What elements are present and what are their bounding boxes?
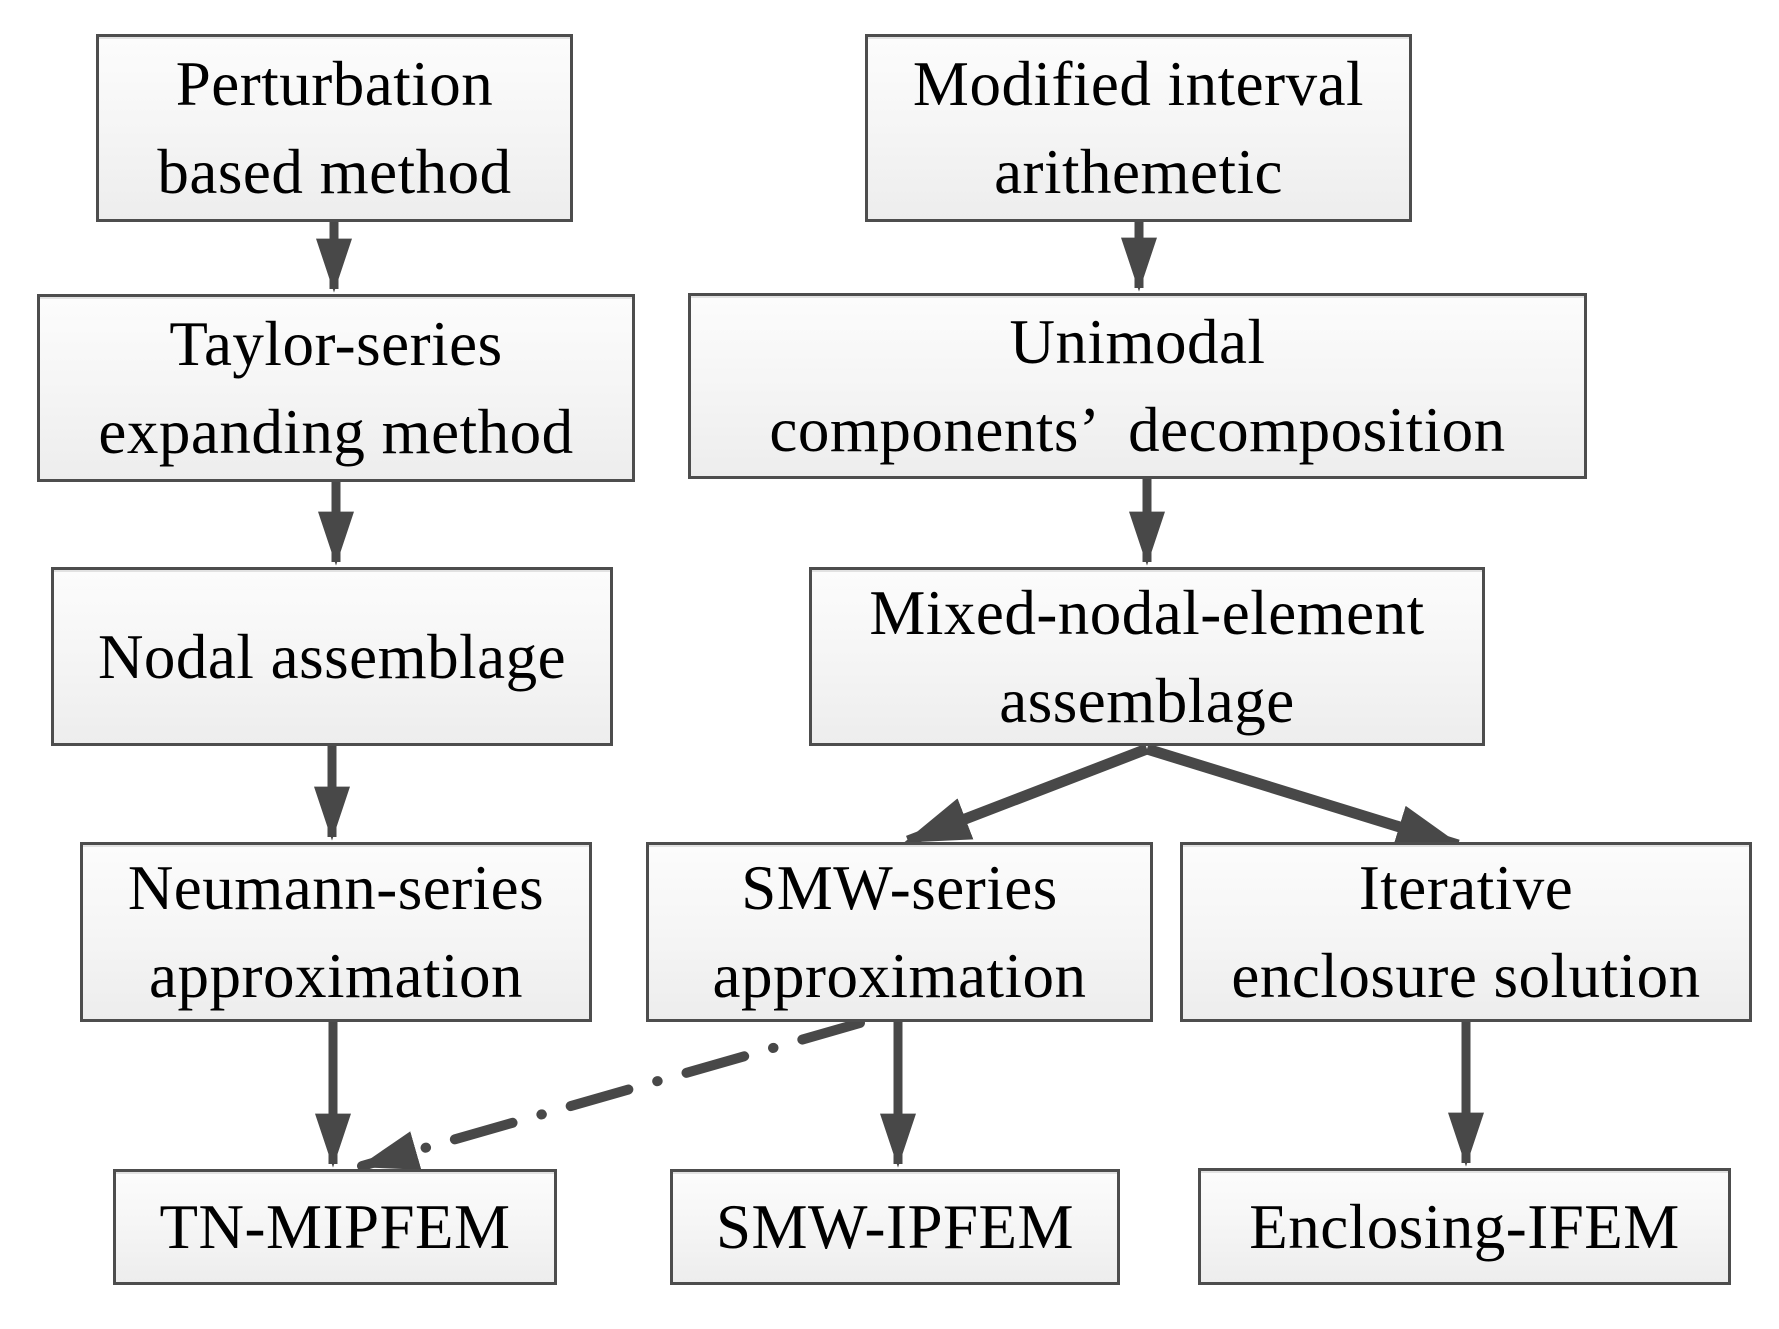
node-tn-mipfem: TN-MIPFEM xyxy=(113,1169,557,1285)
node-enclosing-ifem: Enclosing-IFEM xyxy=(1198,1168,1731,1285)
node-label: Taylor-series expanding method xyxy=(98,309,574,467)
node-label: Modified interval arithemetic xyxy=(912,49,1365,207)
node-label: Mixed-nodal-element assemblage xyxy=(869,577,1425,736)
node-perturbation-based-method: Perturbation based method xyxy=(96,34,573,222)
node-smw-ipfem: SMW-IPFEM xyxy=(670,1169,1120,1285)
node-unimodal-components-decomposition: Unimodal components’ decomposition xyxy=(688,293,1587,479)
node-smw-series-approximation: SMW-series approximation xyxy=(646,842,1153,1022)
node-label: Nodal assemblage xyxy=(97,621,567,692)
node-label: TN-MIPFEM xyxy=(159,1192,511,1262)
node-nodal-assemblage: Nodal assemblage xyxy=(51,567,613,746)
node-label: Enclosing-IFEM xyxy=(1249,1191,1680,1262)
arrow-smw-series-to-tn-mipfem-dashdot xyxy=(357,1018,865,1171)
node-label: SMW-IPFEM xyxy=(715,1192,1075,1262)
node-label: Unimodal components’ decomposition xyxy=(769,307,1506,465)
node-iterative-enclosure-solution: Iterative enclosure solution xyxy=(1180,842,1752,1022)
arrow-mixed-to-iterative xyxy=(1145,743,1463,851)
node-label: Perturbation based method xyxy=(157,49,512,207)
node-neumann-series-approximation: Neumann-series approximation xyxy=(80,842,592,1022)
node-taylor-series-expanding-method: Taylor-series expanding method xyxy=(37,294,635,482)
node-modified-interval-arithemetic: Modified interval arithemetic xyxy=(865,34,1412,222)
node-mixed-nodal-element-assemblage: Mixed-nodal-element assemblage xyxy=(809,567,1485,746)
node-label: Iterative enclosure solution xyxy=(1231,853,1701,1011)
node-label: SMW-series approximation xyxy=(712,853,1087,1011)
arrow-mixed-to-smw-series xyxy=(903,743,1149,847)
node-label: Neumann-series approximation xyxy=(127,853,545,1011)
